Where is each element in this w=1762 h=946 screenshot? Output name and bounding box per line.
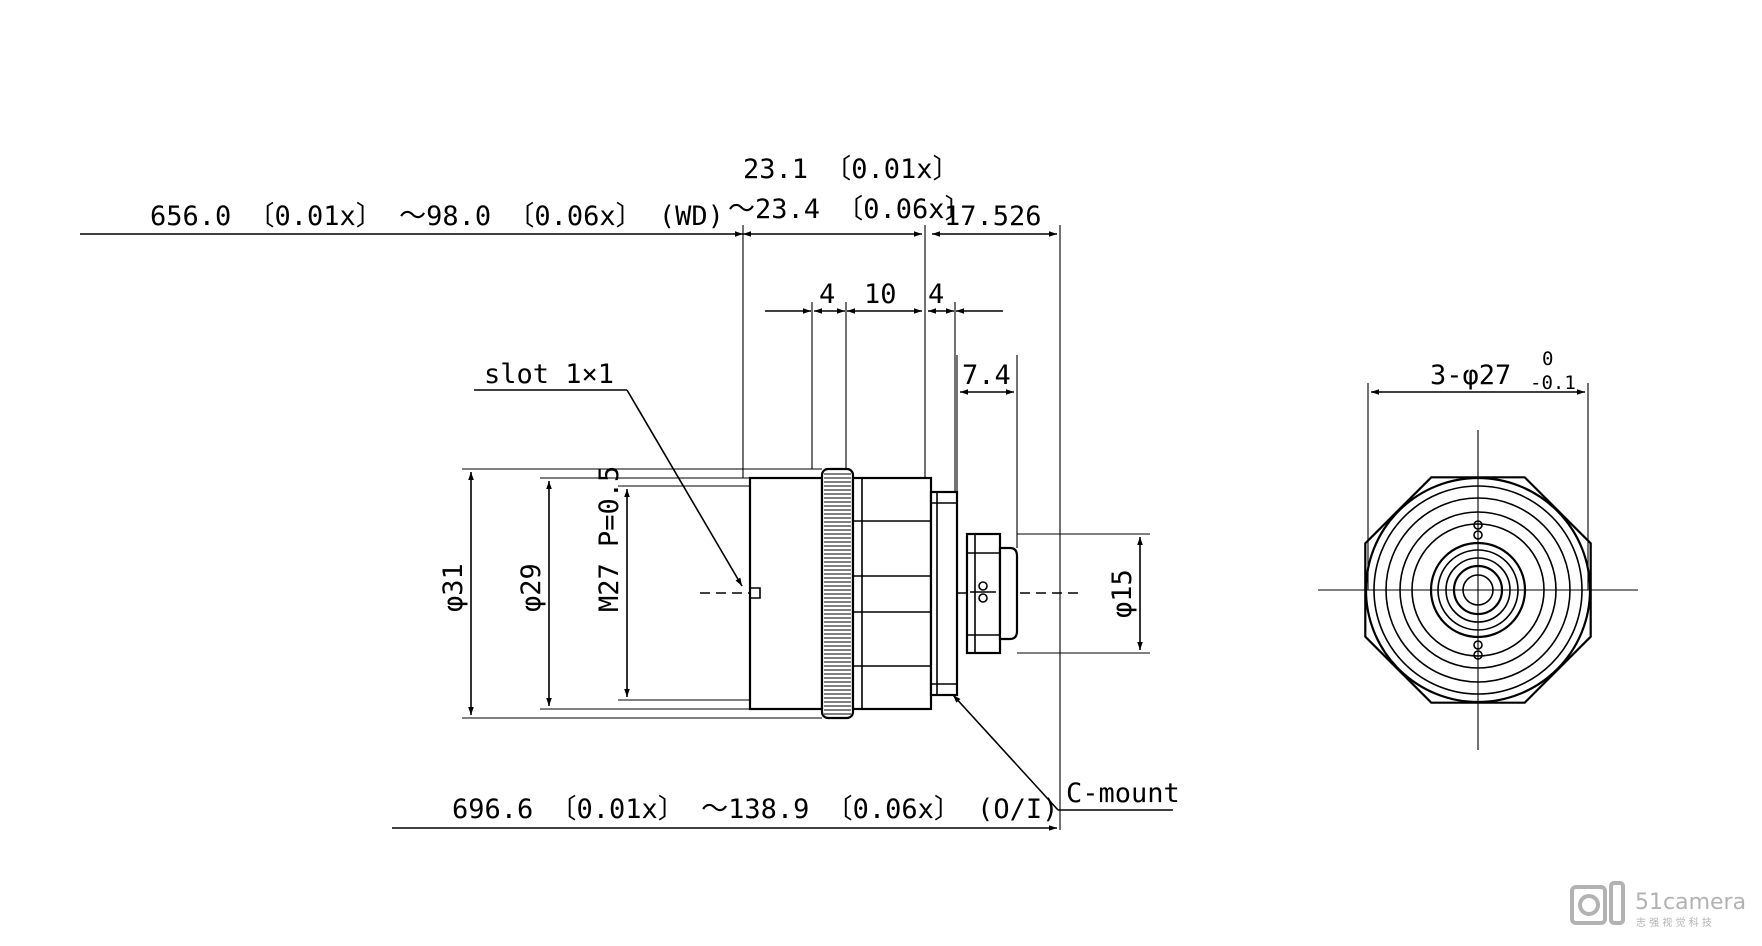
- phi29-label: φ29: [516, 563, 547, 612]
- front-barrel: [748, 476, 824, 711]
- oi-dimension-label: 696.6 〔0.01x〕 ～138.9 〔0.06x〕 (O/I): [452, 794, 1058, 825]
- watermark: 51camera 志 强 视 觉 科 技: [1570, 881, 1746, 929]
- main-body: [851, 476, 933, 711]
- dim-10: 10: [864, 279, 897, 310]
- wd-dimension-label: 656.0 〔0.01x〕 ～98.0 〔0.06x〕 (WD): [150, 201, 724, 232]
- front-view: 3-φ27 0 -0.1: [1318, 348, 1638, 750]
- phi31-label: φ31: [438, 563, 469, 612]
- dim-7-4: 7.4: [962, 360, 1011, 391]
- camera-logo-icon: [1570, 881, 1625, 925]
- dimensions: 656.0 〔0.01x〕 ～98.0 〔0.06x〕 (WD) 23.1 〔0…: [80, 154, 1180, 831]
- slot-notch: [750, 587, 761, 599]
- dim-4-left: 4: [819, 279, 835, 310]
- slot-label: slot 1×1: [484, 359, 614, 390]
- screw-icon: [1473, 520, 1483, 660]
- watermark-brand: 51camera: [1635, 890, 1746, 915]
- dim-4-right: 4: [928, 279, 944, 310]
- side-view: [700, 467, 1082, 720]
- length-range-label: ～23.4 〔0.06x〕: [728, 194, 972, 225]
- flange-dim-label: 17.526: [944, 201, 1042, 232]
- watermark-tagline: 志 强 视 觉 科 技: [1636, 916, 1712, 929]
- tolerance-lower: -0.1: [1530, 372, 1576, 394]
- thread-label: M27 P=0.5: [594, 466, 625, 612]
- mount-flange: [929, 490, 959, 697]
- tolerance-upper: 0: [1542, 348, 1553, 370]
- length-dim-label: 23.1 〔0.01x〕: [743, 154, 960, 185]
- hex-dim-label: 3-φ27: [1430, 360, 1511, 391]
- phi15-label: φ15: [1107, 569, 1138, 618]
- cmount-label: C-mount: [1066, 778, 1180, 809]
- set-screw-icon: [970, 581, 996, 603]
- rear-element: [998, 546, 1019, 641]
- hex-outline: [1364, 476, 1592, 704]
- focus-ring: [820, 467, 855, 720]
